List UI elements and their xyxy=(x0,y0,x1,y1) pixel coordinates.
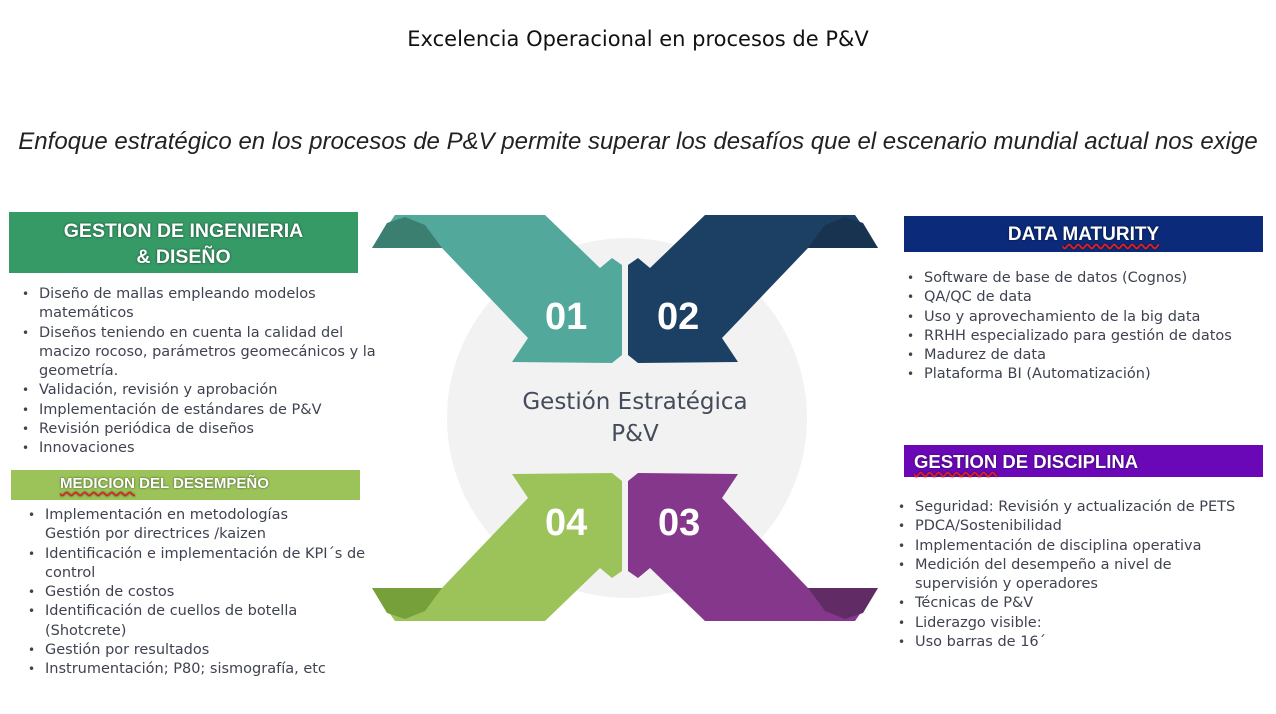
center-label: Gestión Estratégica P&V xyxy=(470,386,800,450)
header-data-b: MATURITY xyxy=(1062,224,1160,245)
list-item: Identificación e implementación de KPI´s… xyxy=(25,545,390,584)
list-item: Uso barras de 16´ xyxy=(895,633,1245,653)
arrow-03 xyxy=(628,473,878,621)
header-medicion-a: MEDICION xyxy=(60,475,135,492)
list-item: Seguridad: Revisión y actualización de P… xyxy=(895,498,1245,518)
number-04: 04 xyxy=(545,502,588,544)
list-medicion: Implementación en metodologías Gestión p… xyxy=(25,506,390,680)
header-disciplina-b: DE DISCIPLINA xyxy=(997,451,1139,472)
list-item: RRHH especializado para gestión de datos xyxy=(904,327,1244,347)
center-label-line2: P&V xyxy=(611,421,659,447)
list-item: Diseños teniendo en cuenta la calidad de… xyxy=(19,324,384,382)
list-item: Plataforma BI (Automatización) xyxy=(904,365,1244,385)
list-item: PDCA/Sostenibilidad xyxy=(895,517,1245,537)
list-item: Medición del desempeño a nivel de superv… xyxy=(895,556,1225,595)
arrow-01 xyxy=(372,215,622,363)
header-medicion: MEDICION DEL DESEMPEÑO xyxy=(11,470,360,500)
header-ingenieria-line2: & DISEÑO xyxy=(136,246,231,268)
header-data-a: DATA xyxy=(1007,224,1063,245)
list-data-maturity: Software de base de datos (Cognos) QA/QC… xyxy=(904,269,1244,385)
list-disciplina: Seguridad: Revisión y actualización de P… xyxy=(895,498,1245,653)
header-data-maturity: DATA MATURITY xyxy=(904,216,1263,252)
list-item: Implementación en metodologías Gestión p… xyxy=(25,506,325,545)
list-item: Software de base de datos (Cognos) xyxy=(904,269,1244,289)
list-item: Innovaciones xyxy=(19,439,384,459)
list-ingenieria: Diseño de mallas empleando modelos matem… xyxy=(19,285,384,459)
list-item: Gestión de costos xyxy=(25,583,390,603)
list-item: Diseño de mallas empleando modelos matem… xyxy=(19,285,384,324)
header-ingenieria-line1: GESTION DE INGENIERIA xyxy=(63,220,304,242)
list-item: Validación, revisión y aprobación xyxy=(19,381,384,401)
number-01: 01 xyxy=(545,296,588,338)
list-item: Gestión por resultados xyxy=(25,641,390,661)
number-03: 03 xyxy=(658,502,701,544)
list-item: Instrumentación; P80; sismografía, etc xyxy=(25,660,390,680)
header-ingenieria: GESTION DE INGENIERIA & DISEÑO xyxy=(9,212,358,273)
strategy-diagram xyxy=(372,215,878,621)
header-disciplina: GESTION DE DISCIPLINA xyxy=(904,445,1263,477)
header-disciplina-a: GESTION xyxy=(914,451,998,472)
number-02: 02 xyxy=(657,296,700,338)
list-item: Identificación de cuellos de botella (Sh… xyxy=(25,602,355,641)
list-item: Revisión periódica de diseños xyxy=(19,420,384,440)
list-item: Uso y aprovechamiento de la big data xyxy=(904,308,1244,328)
list-item: Implementación de disciplina operativa xyxy=(895,537,1245,557)
arrow-02 xyxy=(628,215,878,363)
list-item: QA/QC de data xyxy=(904,288,1244,308)
slide-title: Excelencia Operacional en procesos de P&… xyxy=(407,27,869,51)
header-medicion-b: DEL DESEMPEÑO xyxy=(135,475,269,492)
list-item: Liderazgo visible: xyxy=(895,614,1245,634)
center-label-line1: Gestión Estratégica xyxy=(522,389,748,415)
list-item: Técnicas de P&V xyxy=(895,594,1245,614)
list-item: Madurez de data xyxy=(904,346,1244,366)
slide-subtitle: Enfoque estratégico en los procesos de P… xyxy=(18,128,1258,155)
list-item: Implementación de estándares de P&V xyxy=(19,401,384,421)
